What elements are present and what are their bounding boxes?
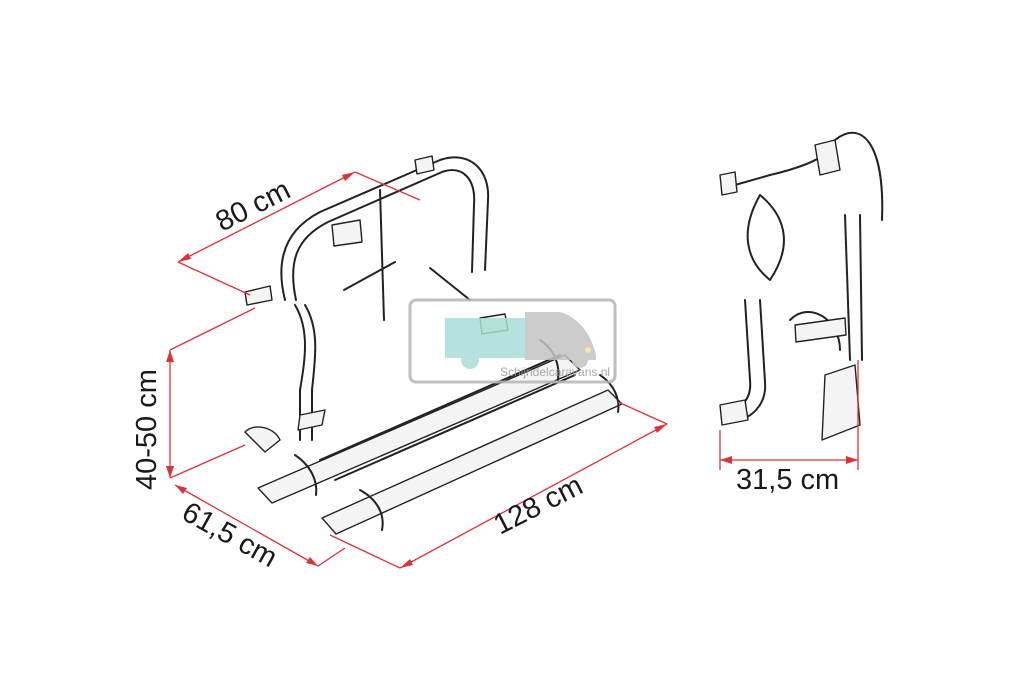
carrier-side-drawing (719, 131, 884, 441)
dimension-80cm: 80 cm (177, 171, 421, 296)
dimension-31-5cm: 31,5 cm (719, 360, 859, 496)
dimension-label-side-depth: 31,5 cm (736, 464, 839, 496)
dimension-61-5cm: 61,5 cm (174, 484, 346, 574)
dimension-label-length: 128 cm (489, 470, 588, 542)
dimension-128cm: 128 cm (329, 401, 668, 569)
dimension-label-depth: 61,5 cm (177, 496, 283, 574)
watermark-text: Schijndelcaravans.nl (500, 365, 610, 379)
dimension-label-height: 40-50 cm (131, 369, 163, 490)
dimension-label-width: 80 cm (211, 174, 296, 238)
watermark-logo: Schijndelcaravans.nl (408, 298, 617, 384)
dimension-40-50cm: 40-50 cm (131, 307, 256, 490)
